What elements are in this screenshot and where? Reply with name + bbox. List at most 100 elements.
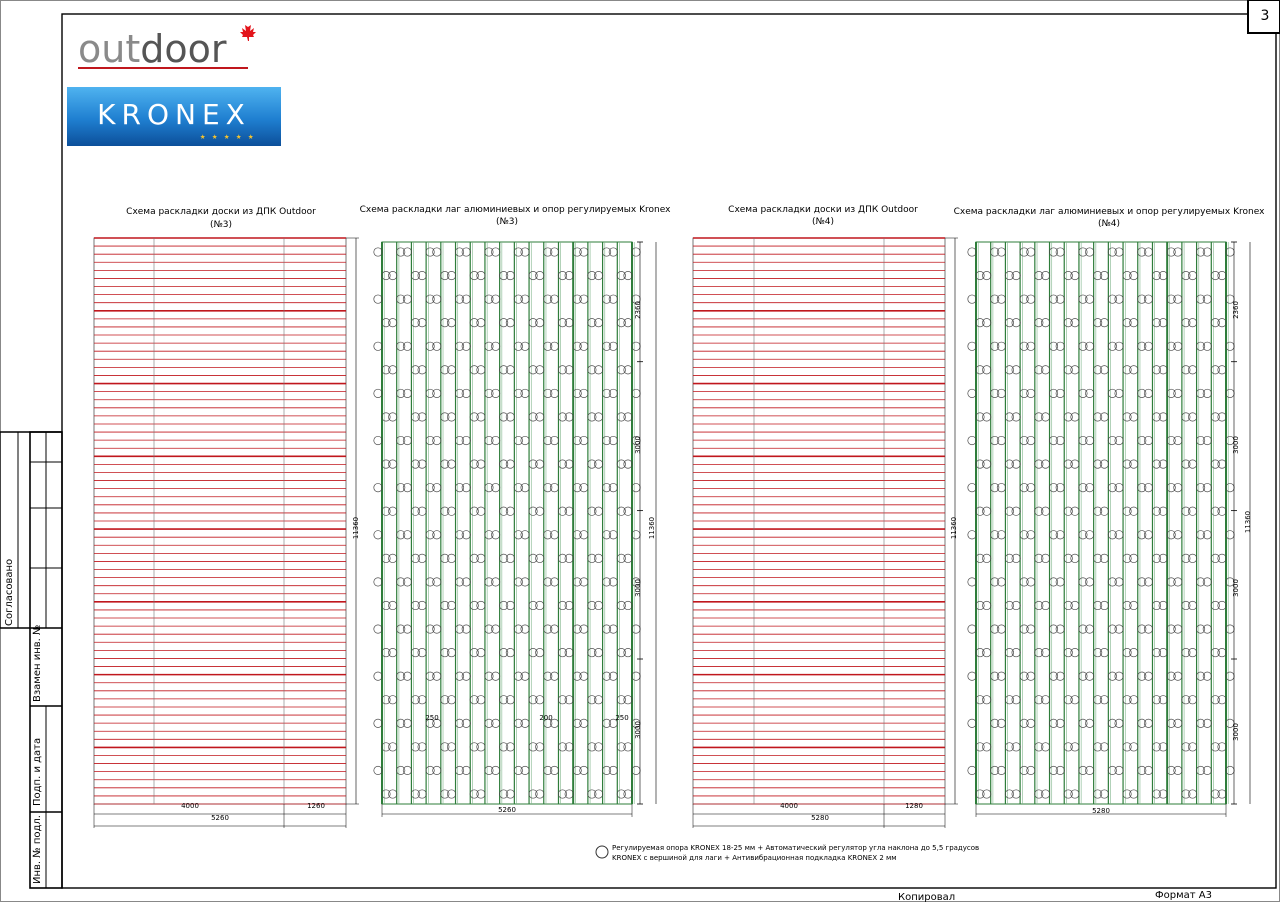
adjustable-support xyxy=(513,765,523,775)
adjustable-support xyxy=(454,388,465,398)
adjustable-support xyxy=(528,365,538,375)
adjustable-support xyxy=(602,294,612,304)
adjustable-support xyxy=(1217,742,1227,752)
adjustable-support xyxy=(631,483,641,493)
adjustable-support xyxy=(975,648,985,658)
adjustable-support xyxy=(1055,624,1065,634)
adjustable-support xyxy=(1151,506,1162,516)
adjustable-support xyxy=(1181,318,1191,328)
adjustable-support xyxy=(1093,600,1103,611)
adjustable-support xyxy=(425,247,435,257)
adjustable-support xyxy=(1158,742,1168,752)
adjustable-support xyxy=(484,294,494,304)
legend: Регулируемая опора KRONEX 18-25 мм + Авт… xyxy=(595,844,979,862)
adjustable-support xyxy=(557,695,568,705)
adjustable-support xyxy=(535,365,545,375)
adjustable-support xyxy=(1026,765,1036,775)
adjustable-support xyxy=(1202,435,1212,446)
adjustable-support xyxy=(996,341,1006,351)
adjustable-support xyxy=(446,506,457,516)
adjustable-support xyxy=(440,365,450,375)
adjustable-support xyxy=(1034,318,1044,328)
adjustable-support xyxy=(513,671,523,681)
adjustable-support xyxy=(396,765,406,775)
adjustable-support xyxy=(520,624,530,634)
adjustable-support xyxy=(1173,765,1183,775)
adjustable-support xyxy=(535,271,545,281)
adjustable-support xyxy=(1129,412,1139,422)
adjustable-support xyxy=(543,671,553,681)
adjustable-support xyxy=(982,412,992,422)
adjustable-support xyxy=(425,577,435,587)
adjustable-support xyxy=(469,506,479,516)
adjustable-support xyxy=(1158,459,1168,469)
adjustable-support xyxy=(564,459,574,469)
adjustable-support xyxy=(1011,600,1021,611)
adjustable-support xyxy=(975,459,985,469)
adjustable-support xyxy=(499,553,509,563)
adjustable-support xyxy=(967,530,977,540)
adjustable-support xyxy=(1173,718,1183,728)
adjustable-support xyxy=(1034,742,1044,752)
adjustable-support xyxy=(579,294,589,304)
adjustable-support xyxy=(579,624,589,634)
adjustable-support xyxy=(1026,530,1036,540)
adjustable-support xyxy=(594,695,604,705)
adjustable-support xyxy=(528,648,538,658)
adjustable-support xyxy=(1210,648,1220,658)
adjustable-support xyxy=(1063,695,1073,705)
adjustable-support xyxy=(1158,318,1168,328)
adjustable-support xyxy=(990,671,1000,681)
adjustable-support xyxy=(461,341,471,351)
adjustable-support xyxy=(1217,553,1227,563)
adjustable-support xyxy=(520,671,530,681)
adjustable-support xyxy=(1173,388,1183,398)
adjustable-support xyxy=(396,483,406,493)
adjustable-support xyxy=(982,318,992,328)
adjustable-support xyxy=(564,318,574,328)
adjustable-support xyxy=(549,671,560,681)
adjustable-support xyxy=(1019,388,1029,398)
adjustable-support xyxy=(484,671,494,681)
adjustable-support xyxy=(616,600,626,611)
adjustable-support xyxy=(1210,506,1220,516)
adjustable-support xyxy=(1181,648,1191,658)
adjustable-support xyxy=(608,483,618,493)
adjustable-support xyxy=(1040,365,1051,375)
adjustable-support xyxy=(476,412,486,422)
adjustable-support xyxy=(602,718,612,728)
adjustable-support xyxy=(1129,318,1139,328)
adjustable-support xyxy=(608,718,618,728)
adjustable-support xyxy=(543,624,553,634)
adjustable-support xyxy=(535,459,545,469)
adjustable-support xyxy=(1122,318,1132,328)
adjustable-support xyxy=(549,624,560,634)
svg-text:outdoor: outdoor xyxy=(78,27,227,71)
adjustable-support xyxy=(616,506,626,516)
adjustable-support xyxy=(1210,695,1220,705)
adjustable-support xyxy=(623,553,633,563)
adjustable-support xyxy=(1078,624,1088,634)
adjustable-support xyxy=(543,341,553,351)
dim-seg-4-d: 3000 xyxy=(1232,723,1240,741)
adjustable-support xyxy=(996,577,1006,587)
adjustable-support xyxy=(1093,459,1103,469)
adjustable-support xyxy=(1034,600,1044,611)
adjustable-support xyxy=(520,388,530,398)
adjustable-support xyxy=(975,600,985,611)
outdoor-logo-out: out xyxy=(78,27,140,71)
adjustable-support xyxy=(543,765,553,775)
adjustable-support xyxy=(402,435,412,446)
adjustable-support xyxy=(1040,459,1051,469)
adjustable-support xyxy=(381,789,391,799)
adjustable-support xyxy=(535,600,545,611)
adjustable-support xyxy=(543,483,553,493)
adjustable-support xyxy=(557,553,568,563)
adjustable-support xyxy=(1173,624,1183,634)
adjustable-support xyxy=(631,765,641,775)
adjustable-support xyxy=(1196,671,1206,681)
adjustable-support xyxy=(572,341,582,351)
adjustable-support xyxy=(454,483,465,493)
adjustable-support xyxy=(440,459,450,469)
adjustable-support xyxy=(484,341,494,351)
